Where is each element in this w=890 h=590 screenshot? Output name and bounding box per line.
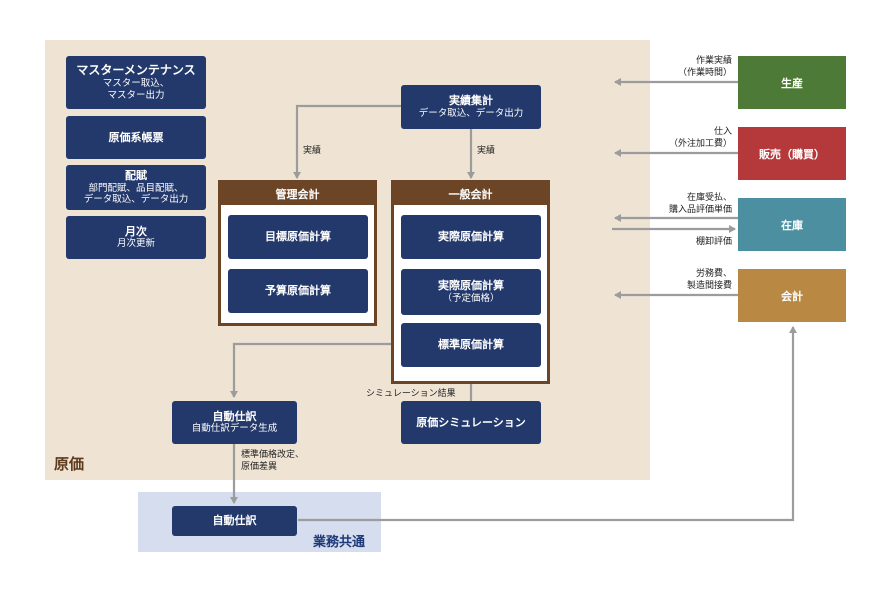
cost-simulation-title: 原価シミュレーション [416,415,526,429]
inventory-system-box[interactable]: 在庫 [738,198,846,251]
accounting-system-label: 会計 [781,289,803,303]
master-maintenance-box[interactable]: マスターメンテナンス マスター取込、 マスター出力 [66,56,206,109]
production-system-box[interactable]: 生産 [738,56,846,109]
production-flow-label: 作業実績 （作業時間） [640,55,732,79]
inventory-flow-label: 在庫受払、 購入品評価単価 [620,192,732,216]
actual-cost-planned-title: 実際原価計算 [438,279,504,293]
jisseki-label-right: 実績 [477,146,496,156]
actual-cost-planned-sub: （予定価格） [442,292,500,304]
std-price-label-line2: 原価差異 [241,462,278,473]
budget-cost-box[interactable]: 予算原価計算 [228,269,368,313]
budget-cost-title: 予算原価計算 [265,284,331,298]
allocation-box[interactable]: 配賦 部門配賦、品目配賦、 データ取込、データ出力 [66,165,206,210]
accounting-flow-label-line2: 製造間接費 [686,281,732,292]
accounting-system-box[interactable]: 会計 [738,269,846,322]
standard-cost-box[interactable]: 標準原価計算 [401,323,541,367]
flow-journal-to-accounting [298,326,797,522]
allocation-line2: データ取込、データ出力 [83,194,189,206]
flow-actual-to-mgmt [293,104,401,179]
sales-system-label: 販売（購買） [759,147,825,161]
std-price-label-line1: 標準価格改定、 [241,450,305,460]
inventory-flow-label-line1: 在庫受払、 [686,193,732,203]
cost-simulation-box[interactable]: 原価シミュレーション [401,401,541,444]
production-system-label: 生産 [781,76,803,90]
monthly-box[interactable]: 月次 月次更新 [66,216,206,259]
inventory-flow-label-line2: 購入品評価単価 [668,205,732,216]
flow-general-to-journal [230,342,391,398]
standard-cost-title: 標準原価計算 [438,338,504,352]
monthly-title: 月次 [125,224,147,238]
production-flow-label-line2: （作業時間） [677,68,732,79]
common-region-label: 業務共通 [313,535,366,550]
accounting-flow-label: 労務費、 製造間接費 [640,268,732,292]
cost-report-title: 原価系帳票 [108,130,164,144]
auto-journal-title: 自動仕訳 [212,409,257,423]
auto-journal-common-title: 自動仕訳 [212,514,257,528]
management-accounting-title: 管理会計 [221,183,374,205]
actual-total-title: 実績集計 [449,94,493,108]
target-cost-box[interactable]: 目標原価計算 [228,215,368,259]
sales-flow-label-line2: （外注加工費） [668,139,732,150]
target-cost-title: 目標原価計算 [265,230,331,244]
production-flow-label-line1: 作業実績 [695,56,732,66]
master-maintenance-line2: マスター出力 [107,90,165,101]
general-accounting-title: 一般会計 [394,183,547,205]
actual-cost-planned-box[interactable]: 実際原価計算 （予定価格） [401,269,541,315]
cost-report-box[interactable]: 原価系帳票 [66,116,206,159]
inventory-valuation-label: 棚卸評価 [695,237,732,247]
actual-cost-box[interactable]: 実際原価計算 [401,215,541,259]
genka-region-label: 原価 [54,455,85,473]
auto-journal-common-box[interactable]: 自動仕訳 [172,506,297,536]
std-price-label: 標準価格改定、 原価差異 [241,449,304,473]
actual-cost-title: 実際原価計算 [438,230,504,244]
monthly-sub: 月次更新 [116,238,155,250]
simulation-result-label: シミュレーション結果 [366,389,456,399]
auto-journal-sub: 自動仕訳データ生成 [191,423,278,435]
allocation-title: 配賦 [125,168,147,182]
sales-flow-label: 仕入 （外注加工費） [640,126,732,150]
inventory-system-label: 在庫 [781,218,803,232]
actual-total-box[interactable]: 実績集計 データ取込、データ出力 [401,85,541,129]
sales-system-box[interactable]: 販売（購買） [738,127,846,180]
auto-journal-box[interactable]: 自動仕訳 自動仕訳データ生成 [172,401,297,444]
accounting-flow-label-line1: 労務費、 [695,269,732,279]
actual-total-sub: データ取込、データ出力 [418,107,524,119]
jisseki-label-left: 実績 [303,146,322,156]
allocation-line1: 部門配賦、品目配賦、 [88,182,184,194]
master-maintenance-title: マスターメンテナンス [76,63,196,78]
sales-flow-label-line1: 仕入 [713,127,732,137]
master-maintenance-line1: マスター取込、 [102,78,170,90]
